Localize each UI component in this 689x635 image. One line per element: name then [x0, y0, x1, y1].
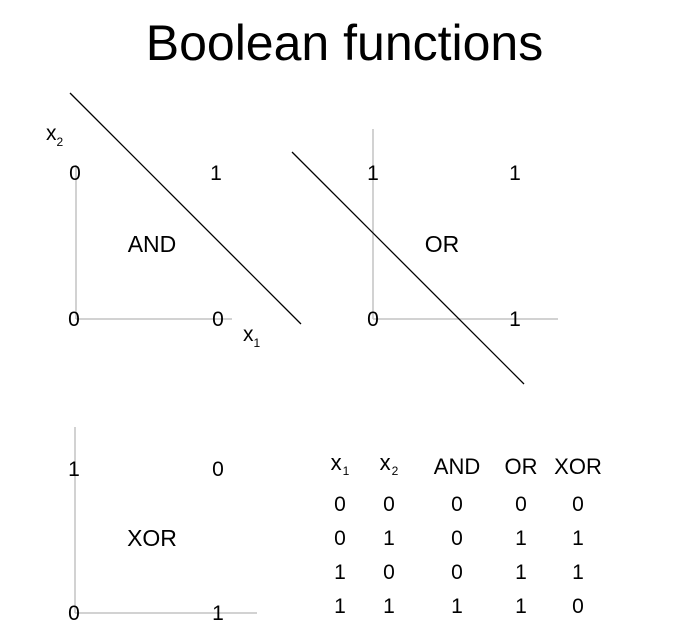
page-title: Boolean functions — [145, 15, 544, 71]
table-cell: 0 — [451, 561, 463, 584]
table-cell: 1 — [451, 595, 463, 618]
header-xor: XOR — [554, 454, 602, 479]
or-decision-line — [291, 151, 525, 385]
table-cell: 0 — [383, 493, 395, 516]
xor-point-0-0: 0 — [68, 602, 80, 625]
table-cell: 0 — [334, 493, 346, 516]
and-point-1-0: 0 — [212, 308, 224, 331]
table-cell: 0 — [383, 561, 395, 584]
or-label: OR — [425, 231, 460, 257]
header-x1: x1 — [330, 450, 350, 478]
and-y-axis-label: x2 — [46, 122, 64, 149]
header-or: OR — [504, 454, 538, 479]
table-cell: 1 — [334, 561, 346, 584]
and-x-axis-label: x1 — [243, 323, 261, 350]
truth-table-header: x1 x2 AND OR XOR — [320, 446, 610, 488]
and-label: AND — [128, 231, 177, 257]
and-decision-line — [69, 92, 302, 325]
header-and: AND — [433, 454, 481, 479]
table-cell: 0 — [572, 595, 584, 618]
table-cell: 0 — [515, 493, 527, 516]
table-cell: 1 — [515, 595, 527, 618]
xor-plot: 1 0 0 1 XOR — [68, 427, 257, 625]
table-cell: 1 — [334, 595, 346, 618]
table-cell: 1 — [572, 527, 584, 550]
table-cell: 1 — [572, 561, 584, 584]
and-point-1-1: 1 — [210, 162, 222, 185]
table-row: 1 1 1 1 0 — [320, 590, 610, 624]
and-plot: x2 0 1 0 0 AND x1 — [46, 92, 302, 350]
header-x2: x2 — [379, 450, 399, 478]
table-cell: 0 — [451, 493, 463, 516]
table-row: 1 0 0 1 1 — [320, 556, 610, 590]
xor-point-1-0: 1 — [212, 602, 224, 625]
xor-label: XOR — [127, 525, 177, 551]
truth-table: x1 x2 AND OR XOR 0 0 0 0 0 0 1 0 1 1 1 0… — [320, 446, 610, 624]
and-point-0-1: 0 — [69, 162, 81, 185]
or-point-1-0: 1 — [509, 308, 521, 331]
table-cell: 1 — [383, 595, 395, 618]
or-plot: 1 1 0 1 OR — [291, 129, 558, 385]
xor-point-0-1: 1 — [68, 458, 80, 481]
or-point-1-1: 1 — [509, 162, 521, 185]
table-cell: 1 — [515, 527, 527, 550]
table-cell: 0 — [334, 527, 346, 550]
table-cell: 0 — [572, 493, 584, 516]
table-cell: 1 — [383, 527, 395, 550]
table-row: 0 1 0 1 1 — [320, 522, 610, 556]
table-row: 0 0 0 0 0 — [320, 488, 610, 522]
table-cell: 0 — [451, 527, 463, 550]
or-point-0-0: 0 — [367, 308, 379, 331]
xor-point-1-1: 0 — [212, 458, 224, 481]
or-point-0-1: 1 — [367, 162, 379, 185]
and-point-0-0: 0 — [68, 308, 80, 331]
table-cell: 1 — [515, 561, 527, 584]
